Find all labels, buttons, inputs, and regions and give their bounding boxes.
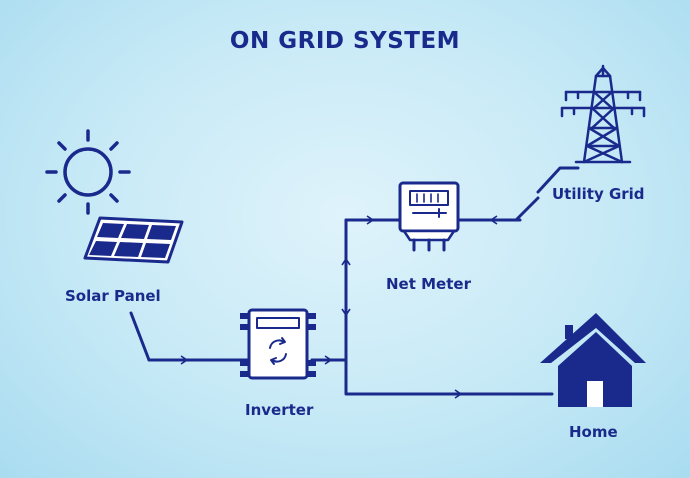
utility-grid-label: Utility Grid xyxy=(552,185,645,203)
utility-tower-icon xyxy=(560,64,646,164)
solar-panel-label: Solar Panel xyxy=(65,287,161,305)
net-meter-icon xyxy=(398,181,460,252)
wire-net-meter-to-grid xyxy=(456,166,580,225)
sun-icon xyxy=(45,129,131,215)
home-label: Home xyxy=(569,423,618,441)
wire-junction-to-home xyxy=(344,358,554,399)
inverter-icon xyxy=(240,308,316,380)
wire-solar-to-inverter xyxy=(129,311,250,365)
diagram-title: ON GRID SYSTEM xyxy=(229,28,461,54)
inverter-label: Inverter xyxy=(245,401,314,419)
solar-panel-icon xyxy=(83,216,184,264)
net-meter-label: Net Meter xyxy=(386,275,471,293)
home-icon xyxy=(540,313,646,407)
